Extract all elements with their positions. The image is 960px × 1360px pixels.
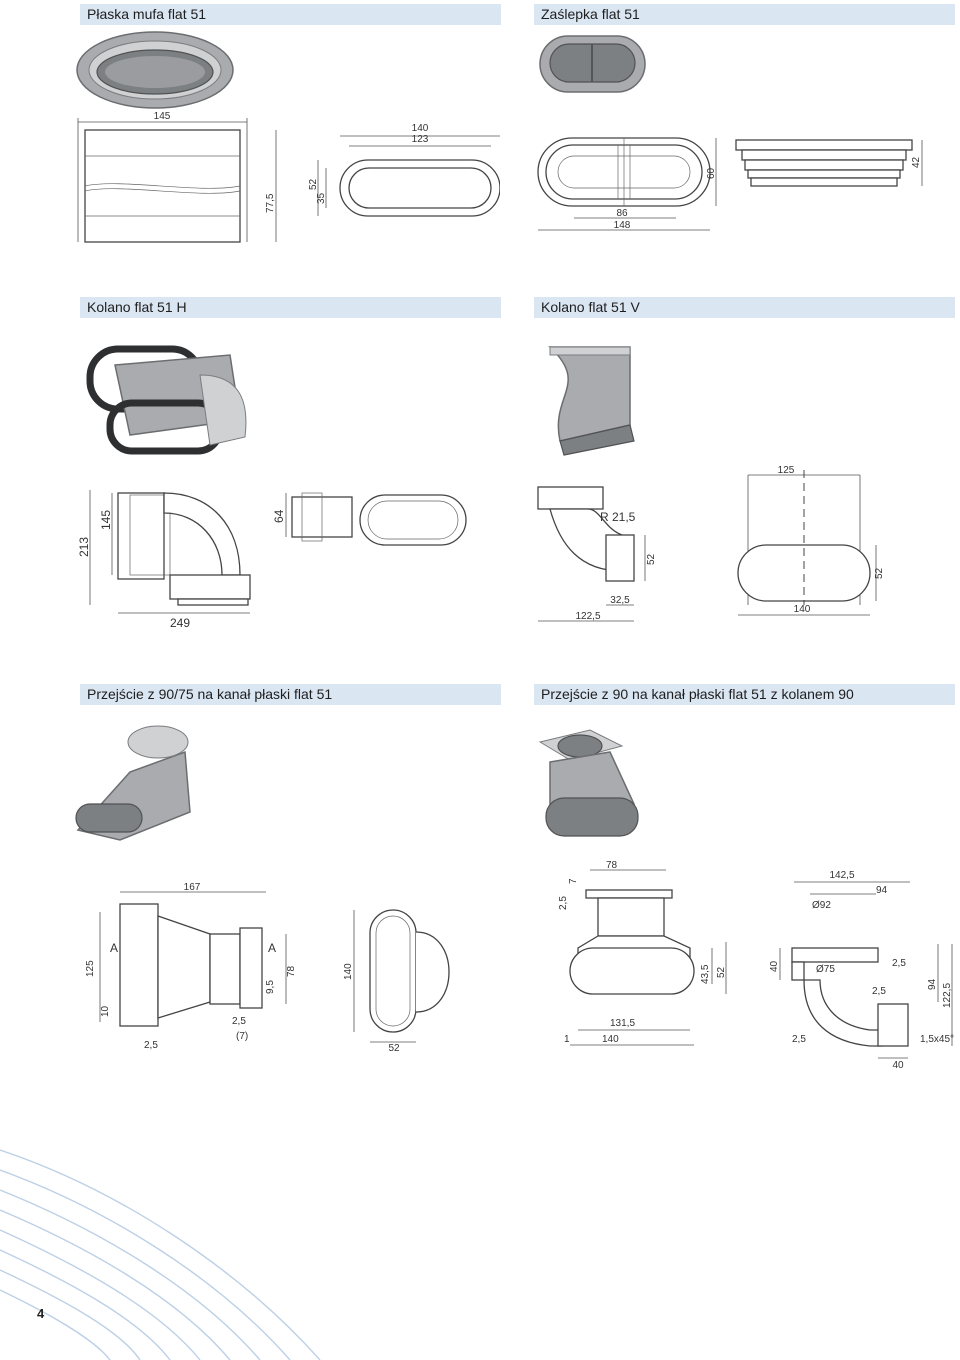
przejscie-a-photo	[75, 725, 191, 841]
dim-przejscie-b-43-5: 43,5	[700, 964, 711, 984]
dim-przejscie-a-7: (7)	[236, 1031, 248, 1042]
zaslepka-photo	[539, 35, 646, 93]
dim-przejscie-a-52: 52	[388, 1043, 400, 1054]
dim-przejscie-b-78: 78	[606, 860, 618, 871]
dim-przejscie-a-167: 167	[184, 882, 201, 893]
dim-kolano-v-52a: 52	[646, 553, 657, 565]
section-header-mufa: Płaska mufa flat 51	[80, 4, 501, 25]
kolano-v-drawing: R 21,5 52 32,5 122,5 125 52 140	[537, 346, 885, 622]
section-header-przejscie-a: Przejście z 90/75 na kanał płaski flat 5…	[80, 684, 501, 705]
dim-przejscie-b-122-5: 122,5	[942, 983, 953, 1008]
dim-przejscie-b-40a: 40	[769, 960, 780, 972]
dim-mufa-52: 52	[308, 178, 319, 190]
section-header-przejscie-b: Przejście z 90 na kanał płaski flat 51 z…	[534, 684, 955, 705]
dim-przejscie-b-140: 140	[602, 1034, 619, 1045]
mufa-front-view	[317, 135, 500, 217]
kolano-v-front-view	[737, 470, 877, 616]
przejscie-a-front-view	[353, 909, 450, 1043]
section-header-kolano-v: Kolano flat 51 V	[534, 297, 955, 318]
dim-zaslepka-86: 86	[616, 208, 628, 219]
zaslepka-drawing: 60 86 148 42	[537, 35, 923, 231]
dim-zaslepka-42: 42	[911, 156, 922, 168]
dim-mufa-77-5: 77,5	[265, 193, 276, 213]
dim-kolano-v-140: 140	[794, 604, 811, 615]
dim-kolano-v-125: 125	[778, 465, 795, 476]
dim-kolano-v-52b: 52	[874, 567, 885, 579]
dim-kolano-v-32-5: 32,5	[610, 595, 630, 606]
kolano-h-drawing: 213 145 249 64	[77, 345, 467, 630]
dim-przejscie-b-94b: 94	[927, 978, 938, 990]
przejscie-b-photo	[538, 729, 639, 837]
dim-przejscie-a-9-5: 9,5	[265, 980, 276, 994]
przejscie-b-drawing: 78 7 2,5 43,5 52 131,5 1 140 142,5 94 Ø9…	[538, 729, 954, 1071]
dim-mufa-145: 145	[154, 111, 171, 122]
dim-przejscie-b-2-5: 2,5	[558, 896, 569, 910]
mufa-photo	[76, 31, 234, 109]
kolano-v-photo	[548, 346, 635, 456]
dim-przejscie-a-78: 78	[286, 965, 297, 977]
dim-przejscie-b-2-5b: 2,5	[872, 986, 886, 997]
kolano-h-side-view	[89, 490, 251, 614]
dim-kolano-h-64: 64	[272, 509, 286, 523]
dim-mufa-35: 35	[316, 192, 327, 204]
kolano-h-top-view	[285, 492, 467, 546]
dim-zaslepka-148: 148	[614, 220, 631, 231]
przejscie-b-section-view	[779, 881, 953, 1059]
zaslepka-side-view	[735, 139, 923, 187]
dim-zaslepka-60: 60	[706, 167, 717, 179]
section-marker-a-right: A	[268, 941, 276, 955]
kolano-v-side-view	[537, 486, 646, 622]
mufa-drawing: 145 77,5 52 35 140 123	[76, 31, 500, 243]
dim-przejscie-b-d92: Ø92	[812, 900, 831, 911]
section-marker-a-left: A	[110, 941, 118, 955]
dim-kolano-h-213: 213	[77, 537, 91, 557]
dim-przejscie-a-2-5a: 2,5	[144, 1040, 158, 1051]
dim-przejscie-b-131-5: 131,5	[610, 1018, 635, 1029]
dim-przejscie-b-52: 52	[716, 966, 727, 978]
dim-przejscie-b-142-5: 142,5	[829, 870, 854, 881]
dim-kolano-v-r21-5: R 21,5	[600, 510, 636, 524]
dim-przejscie-b-1-5x45: 1,5x45°	[920, 1034, 954, 1045]
dim-przejscie-a-10: 10	[100, 1005, 111, 1017]
dim-przejscie-a-140: 140	[343, 963, 354, 980]
dim-przejscie-b-2-5a: 2,5	[892, 958, 906, 969]
section-header-kolano-h: Kolano flat 51 H	[80, 297, 501, 318]
dim-przejscie-b-1: 1	[564, 1034, 570, 1045]
dim-kolano-h-145: 145	[99, 510, 113, 530]
dim-przejscie-b-d75: Ø75	[816, 964, 835, 975]
page-number: 4	[37, 1306, 45, 1321]
mufa-side-view	[77, 118, 277, 243]
dim-przejscie-b-2-5c: 2,5	[792, 1034, 806, 1045]
przejscie-a-drawing: 167 A A 125 10 2,5 9,5 78 2,5 (7) 140 52	[75, 725, 450, 1054]
dim-mufa-140: 140	[412, 123, 429, 134]
dim-przejscie-a-125: 125	[85, 960, 96, 977]
zaslepka-front-view	[537, 137, 717, 231]
przejscie-a-side-view	[99, 891, 287, 1027]
dim-przejscie-b-94a: 94	[876, 885, 888, 896]
section-header-zaslepka: Zaślepka flat 51	[534, 4, 955, 25]
dim-kolano-h-249: 249	[170, 616, 190, 630]
przejscie-b-side-view	[569, 869, 727, 1046]
dim-przejscie-b-40b: 40	[892, 1060, 904, 1071]
dim-kolano-v-122-5: 122,5	[575, 611, 600, 622]
dim-przejscie-a-2-5b: 2,5	[232, 1016, 246, 1027]
dim-przejscie-b-7: 7	[568, 878, 579, 884]
decorative-swoosh	[0, 1149, 321, 1360]
kolano-h-photo	[86, 345, 247, 455]
dim-mufa-123: 123	[412, 134, 429, 145]
